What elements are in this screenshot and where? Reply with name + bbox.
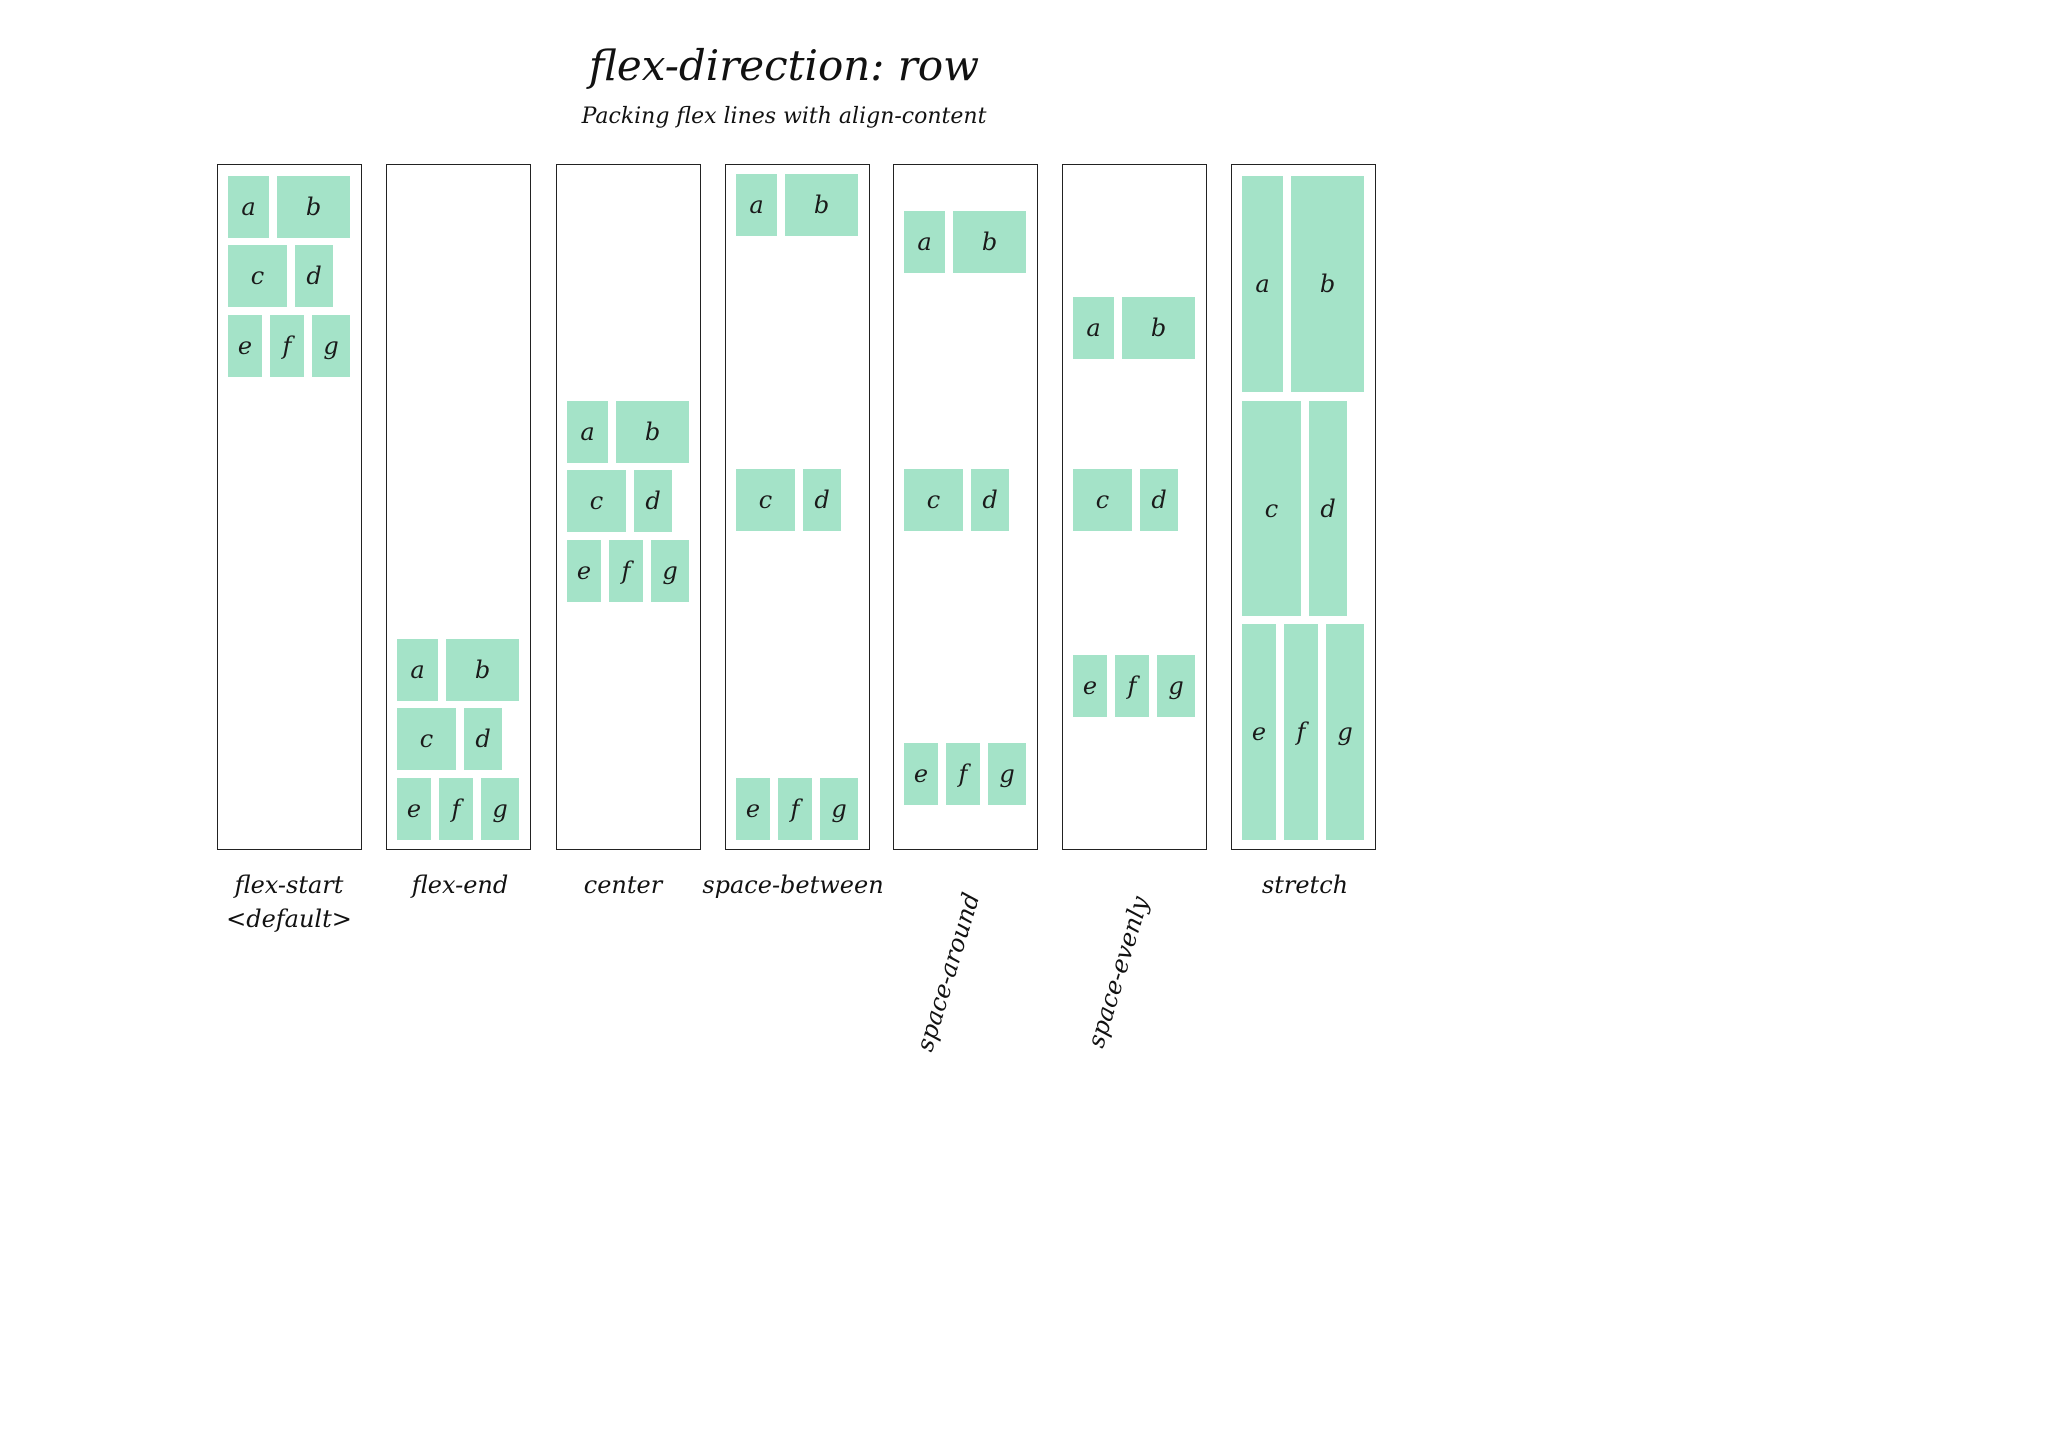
panel-label-center: center: [523, 868, 723, 902]
flex-item-c: c: [1242, 401, 1301, 616]
flex-item-g: g: [312, 315, 350, 377]
flex-item-b: b: [785, 174, 858, 236]
flex-item-b: b: [616, 401, 689, 463]
flex-item-b: b: [1291, 176, 1364, 392]
flex-item-e: e: [228, 315, 262, 377]
panel-label-flex-start: flex-start <default>: [189, 868, 389, 936]
flex-item-f: f: [270, 315, 304, 377]
flex-item-e: e: [904, 743, 938, 805]
flex-item-f: f: [439, 778, 473, 840]
flex-item-c: c: [736, 469, 795, 531]
flex-item-b: b: [1122, 297, 1195, 359]
flex-item-c: c: [397, 708, 456, 770]
panel-label-space-evenly: space-evenly: [1073, 871, 1164, 1072]
flex-item-g: g: [651, 540, 689, 602]
panel-label-text: center: [583, 871, 663, 899]
flex-item-c: c: [567, 470, 626, 532]
flex-item-a: a: [1073, 297, 1114, 359]
flex-item-b: b: [446, 639, 519, 701]
diagram-subtitle: Packing flex lines with align-content: [581, 104, 987, 129]
flex-item-e: e: [1242, 624, 1276, 840]
flex-item-e: e: [567, 540, 601, 602]
flex-item-a: a: [1242, 176, 1283, 392]
panel-label-text: flex-end: [411, 871, 509, 899]
flex-item-c: c: [904, 469, 963, 531]
flex-item-e: e: [736, 778, 770, 840]
flex-item-e: e: [397, 778, 431, 840]
flex-item-a: a: [736, 174, 777, 236]
flex-item-g: g: [1157, 655, 1195, 717]
panel-label-default-note: <default>: [226, 905, 352, 933]
flex-item-d: d: [971, 469, 1009, 531]
flex-item-d: d: [1309, 401, 1347, 616]
flex-item-d: d: [295, 245, 333, 307]
flex-item-g: g: [481, 778, 519, 840]
flex-item-b: b: [953, 211, 1026, 273]
flex-item-e: e: [1073, 655, 1107, 717]
panel-label-text: flex-start: [234, 871, 344, 899]
panel-label-space-around: space-around: [903, 871, 994, 1072]
flex-item-f: f: [778, 778, 812, 840]
flex-item-g: g: [988, 743, 1026, 805]
flex-item-a: a: [228, 176, 269, 238]
flex-item-b: b: [277, 176, 350, 238]
flex-item-a: a: [567, 401, 608, 463]
flex-item-d: d: [1140, 469, 1178, 531]
panel-label-text: space-around: [910, 889, 986, 1055]
flex-item-g: g: [820, 778, 858, 840]
flex-item-d: d: [634, 470, 672, 532]
diagram-title: flex-direction: row: [588, 41, 980, 90]
flex-item-g: g: [1326, 624, 1364, 840]
flex-item-c: c: [1073, 469, 1132, 531]
flex-item-c: c: [228, 245, 287, 307]
flex-item-a: a: [904, 211, 945, 273]
flex-item-f: f: [946, 743, 980, 805]
panel-label-stretch: stretch: [1205, 868, 1405, 902]
flex-item-d: d: [464, 708, 502, 770]
flex-item-f: f: [1115, 655, 1149, 717]
panel-label-flex-end: flex-end: [360, 868, 560, 902]
panel-label-text: space-evenly: [1081, 893, 1155, 1051]
flex-item-f: f: [609, 540, 643, 602]
flex-item-f: f: [1284, 624, 1318, 840]
panel-label-text: space-between: [702, 871, 884, 899]
panel-label-text: stretch: [1261, 871, 1349, 899]
panel-label-space-between: space-between: [693, 868, 893, 902]
flex-item-a: a: [397, 639, 438, 701]
flex-item-d: d: [803, 469, 841, 531]
